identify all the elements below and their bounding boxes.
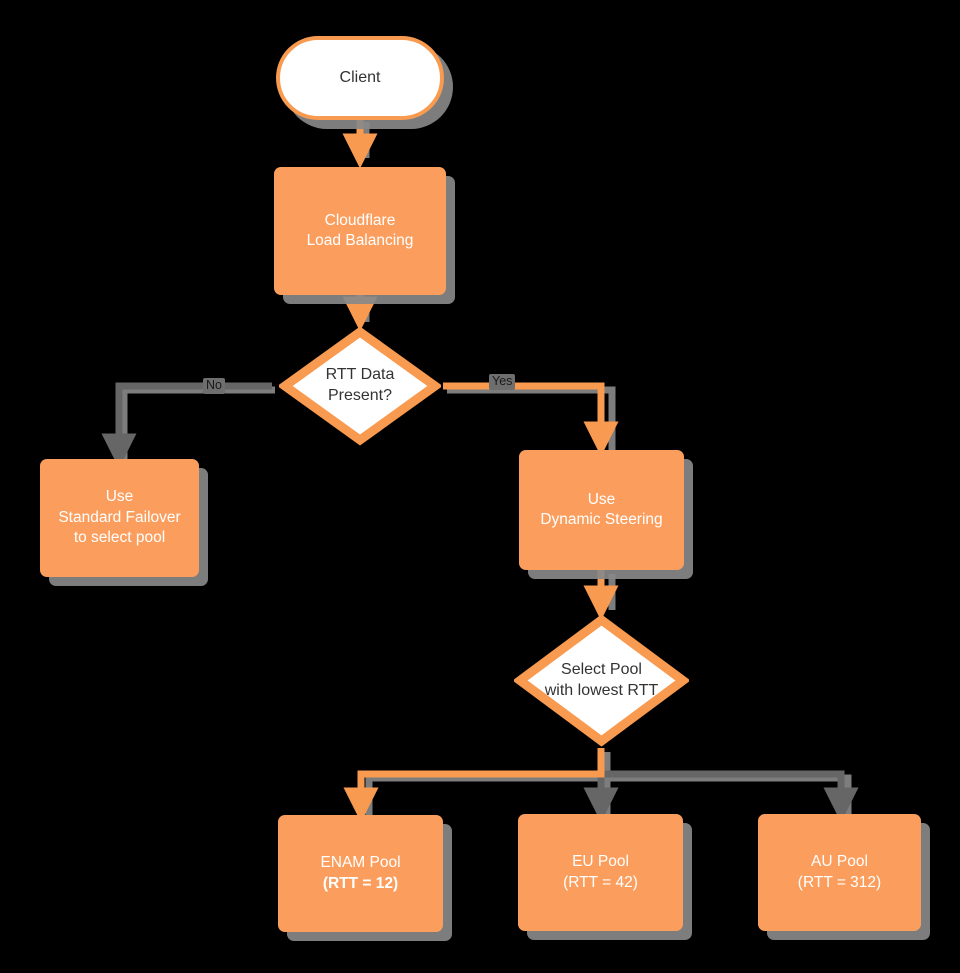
node-client[interactable]: Client xyxy=(276,36,444,120)
edge-shadow-rtt-no xyxy=(120,386,275,462)
node-au-label-line1: AU Pool xyxy=(811,853,868,871)
node-enam-label-line2: (RTT = 12) xyxy=(322,874,399,892)
node-enam-pool[interactable]: ENAM Pool (RTT = 12) xyxy=(278,815,443,932)
edge-rtt-yes xyxy=(443,382,619,457)
node-eu-pool[interactable]: EU Pool (RTT = 42) xyxy=(518,814,683,931)
node-dynamic-steering[interactable]: Use Dynamic Steering xyxy=(519,450,684,570)
node-eu-label-line1: EU Pool xyxy=(572,853,629,871)
node-steering-label-line2: Dynamic Steering xyxy=(540,511,663,528)
node-lb-label-line2: Load Balancing xyxy=(306,232,414,249)
node-steering-label-line1: Use xyxy=(587,490,616,508)
edge-label-yes: Yes xyxy=(489,374,516,390)
node-select-pool-lowest-rtt[interactable]: Select Pool with lowest RTT xyxy=(514,614,689,747)
node-select-label-line1: Select Pool xyxy=(561,660,642,678)
node-standard-failover[interactable]: Use Standard Failover to select pool xyxy=(40,459,199,577)
node-cloudflare-load-balancing[interactable]: Cloudflare Load Balancing xyxy=(274,167,446,295)
node-failover-label-line2: Standard Failover xyxy=(58,508,181,526)
node-rtt-label-line1: RTT Data xyxy=(325,366,395,384)
diamond-shape-rtt xyxy=(279,326,441,446)
node-rtt-data-present[interactable]: RTT Data Present? xyxy=(279,326,441,446)
node-enam-label-line1: ENAM Pool xyxy=(320,854,401,872)
edge-shadow-select-au xyxy=(607,774,852,818)
node-rtt-label-line2: Present? xyxy=(327,387,393,404)
diamond-shape-select-pool xyxy=(514,614,689,747)
node-au-label-line2: (RTT = 312) xyxy=(797,873,882,891)
edge-shadow-select-enam xyxy=(365,752,611,818)
edge-select-enam xyxy=(343,748,605,823)
node-failover-label-line1: Use xyxy=(105,488,134,506)
edge-select-au xyxy=(601,770,859,823)
edge-shadow-rtt-yes xyxy=(447,386,616,452)
edge-rtt-no xyxy=(101,382,272,469)
node-failover-label-line3: to select pool xyxy=(73,529,166,547)
node-au-pool[interactable]: AU Pool (RTT = 312) xyxy=(758,814,921,931)
node-select-label-line2: with lowest RTT xyxy=(544,681,659,699)
node-lb-label-line1: Cloudflare xyxy=(324,211,396,229)
node-eu-label-line2: (RTT = 42) xyxy=(563,873,638,891)
node-client-label: Client xyxy=(339,69,381,87)
edge-label-no: No xyxy=(203,378,225,394)
